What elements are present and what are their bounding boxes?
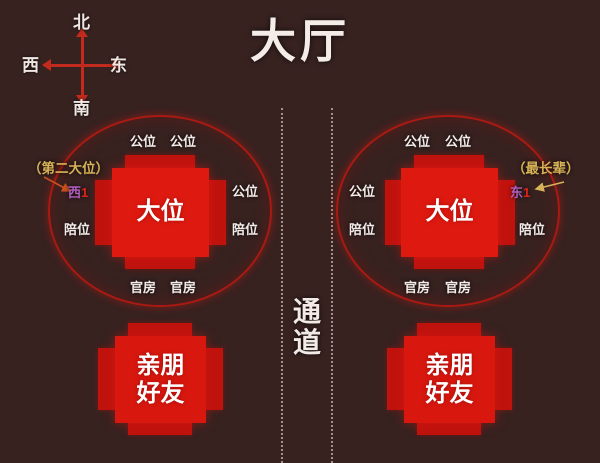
guest-table-east-line2: 好友 bbox=[425, 379, 474, 407]
guest-table-east-center[interactable]: 亲朋 好友 bbox=[404, 336, 495, 423]
head-table-west-label-bottom-left: 官房 bbox=[130, 280, 157, 295]
guest-table-west-seat-right[interactable] bbox=[206, 348, 223, 410]
guest-table-west-line2: 好友 bbox=[136, 379, 185, 407]
head-table-west-seat-code: 西1 bbox=[68, 186, 88, 199]
guest-table-west[interactable]: 亲朋 好友 bbox=[0, 0, 300, 463]
head-table-east-label-top-left: 公位 bbox=[404, 134, 431, 149]
compass-horizontal-axis bbox=[50, 64, 115, 67]
head-table-west-seat-code-number: 1 bbox=[81, 185, 89, 200]
compass-east-arrow-icon bbox=[113, 59, 122, 71]
guest-table-west-line1: 亲朋 bbox=[136, 351, 185, 379]
page-title: 大厅 bbox=[250, 15, 350, 67]
head-table-east-label-left-upper: 公位 bbox=[349, 184, 376, 199]
head-table-west-seat-bottom[interactable] bbox=[125, 253, 195, 269]
guest-table-east-seat-bottom[interactable] bbox=[417, 419, 481, 435]
guest-table-east-seat-right[interactable] bbox=[495, 348, 512, 410]
head-table-west-label-left-lower: 陪位 bbox=[64, 222, 91, 237]
head-table-east-label-left-lower: 陪位 bbox=[349, 222, 376, 237]
head-table-east-seat-code-number: 1 bbox=[523, 185, 531, 200]
head-table-west-ring bbox=[48, 115, 272, 307]
corridor-label: 通 道 bbox=[288, 296, 326, 359]
head-table-east-callout-arrow-icon bbox=[534, 181, 565, 192]
head-table-west-label-right-upper: 公位 bbox=[232, 184, 259, 199]
head-table-east-callout: （最长辈） bbox=[512, 161, 580, 176]
guest-table-west-seat-bottom[interactable] bbox=[128, 419, 192, 435]
compass-south-arrow-icon bbox=[76, 95, 88, 104]
compass-label-west: 西 bbox=[22, 56, 39, 75]
head-table-west-label-top-left: 公位 bbox=[130, 134, 157, 149]
head-table-east[interactable]: 公位 公位 公位 陪位 陪位 官房 官房 大位 bbox=[300, 0, 600, 320]
head-table-west-seat-left[interactable] bbox=[95, 180, 112, 245]
compass-label-south: 南 bbox=[73, 99, 90, 118]
head-table-west-center[interactable]: 大位 bbox=[112, 168, 209, 257]
head-table-east-center[interactable]: 大位 bbox=[401, 168, 498, 257]
head-table-east-seat-code-prefix: 东 bbox=[510, 185, 524, 200]
head-table-east-label-bottom-left: 官房 bbox=[404, 280, 431, 295]
head-table-west-label-right-lower: 陪位 bbox=[232, 222, 259, 237]
guest-table-east-seat-top[interactable] bbox=[417, 323, 481, 339]
corridor-label-char-1: 通 bbox=[292, 296, 321, 327]
head-table-west[interactable]: 公位 公位 陪位 公位 陪位 官房 官房 大位 bbox=[0, 0, 300, 320]
head-table-east-seat-bottom[interactable] bbox=[414, 253, 484, 269]
guest-table-east-seat-left[interactable] bbox=[387, 348, 404, 410]
compass-label-north: 北 bbox=[73, 13, 90, 32]
head-table-east-seat-right[interactable] bbox=[498, 180, 515, 245]
guest-table-east-line1: 亲朋 bbox=[425, 351, 474, 379]
head-table-east-label-right-lower: 陪位 bbox=[519, 222, 546, 237]
head-table-west-seat-top-left[interactable] bbox=[125, 155, 195, 171]
guest-table-west-seat-left[interactable] bbox=[98, 348, 115, 410]
head-table-west-callout-arrow-icon bbox=[43, 176, 72, 192]
corridor-divider-left bbox=[281, 108, 283, 463]
compass-rose: 北 南 西 东 bbox=[22, 14, 142, 118]
head-table-east-seat-code: 东1 bbox=[510, 186, 530, 199]
head-table-west-seat-code-prefix: 西 bbox=[68, 185, 82, 200]
compass-north-arrow-icon bbox=[76, 28, 88, 37]
guest-table-west-seat-top[interactable] bbox=[128, 323, 192, 339]
head-table-west-callout: （第二大位） bbox=[28, 161, 109, 176]
head-table-west-label-top-right: 公位 bbox=[170, 134, 197, 149]
head-table-east-seat-left[interactable] bbox=[385, 180, 402, 245]
guest-table-east[interactable]: 亲朋 好友 bbox=[300, 0, 600, 463]
head-table-east-seat-top[interactable] bbox=[414, 155, 484, 171]
compass-west-arrow-icon bbox=[42, 59, 51, 71]
head-table-west-label-bottom-right: 官房 bbox=[170, 280, 197, 295]
head-table-east-ring bbox=[336, 115, 560, 307]
corridor-divider-right bbox=[331, 108, 333, 463]
compass-label-east: 东 bbox=[110, 56, 127, 75]
head-table-west-seat-right[interactable] bbox=[209, 180, 226, 245]
corridor-label-char-2: 道 bbox=[292, 327, 321, 359]
head-table-east-label-top-right: 公位 bbox=[445, 134, 472, 149]
head-table-east-label-bottom-right: 官房 bbox=[445, 280, 472, 295]
guest-table-west-center[interactable]: 亲朋 好友 bbox=[115, 336, 206, 423]
